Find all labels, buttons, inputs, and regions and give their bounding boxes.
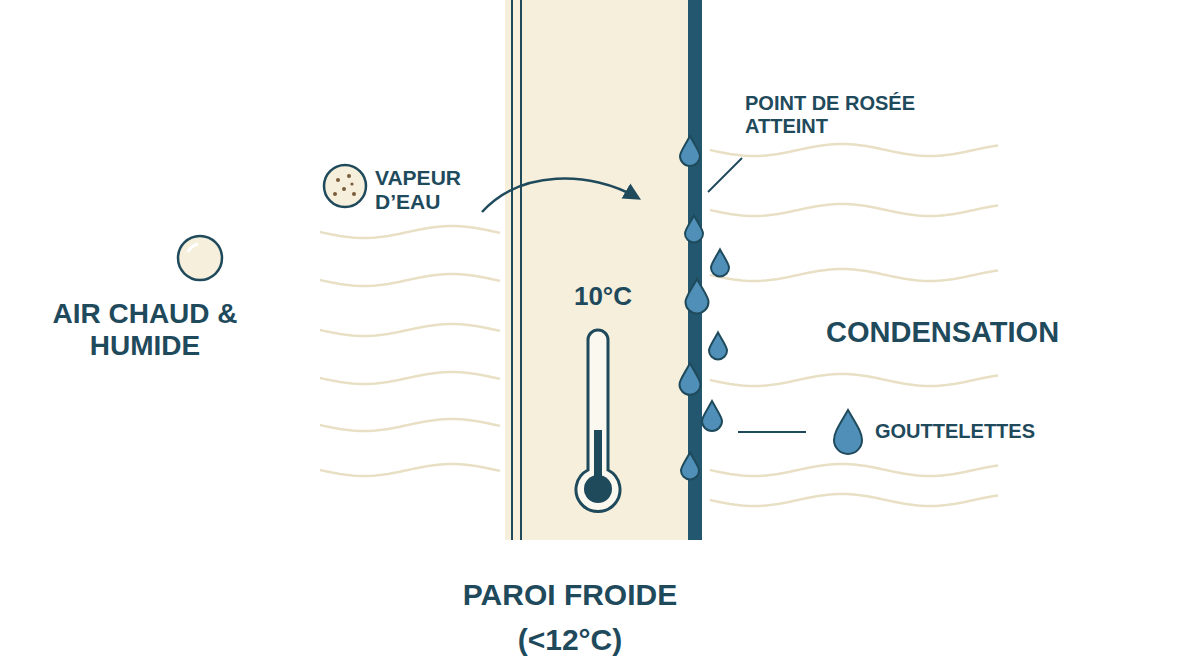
droplets-label: GOUTTELETTES bbox=[875, 420, 1095, 443]
air-wave bbox=[320, 324, 500, 336]
vapour-arrow bbox=[482, 178, 638, 212]
thermometer bbox=[576, 330, 620, 512]
wall-label: PAROI FROIDE (<12°C) bbox=[420, 572, 720, 662]
air-wave bbox=[710, 144, 998, 156]
droplet bbox=[681, 452, 699, 479]
wall-line bbox=[520, 0, 522, 540]
air-wave bbox=[320, 419, 500, 431]
air-wave bbox=[320, 274, 500, 286]
vapour-icon bbox=[324, 165, 366, 207]
air-icon bbox=[178, 236, 222, 280]
air-wave bbox=[320, 372, 500, 384]
cold-wall: 10°CPAROI FROIDE (<12°C) bbox=[505, 0, 702, 540]
air-wave bbox=[320, 464, 500, 476]
wall bbox=[505, 0, 690, 540]
air-wave bbox=[710, 374, 998, 386]
temperature-value: 10°C bbox=[553, 282, 653, 312]
air-wave bbox=[710, 494, 998, 506]
air-wave bbox=[320, 226, 500, 238]
wall-line bbox=[511, 0, 513, 540]
droplets bbox=[680, 136, 730, 479]
condensation-label: CONDENSATION bbox=[826, 316, 1126, 349]
leader-line bbox=[708, 158, 742, 192]
droplet bbox=[680, 363, 701, 395]
droplet bbox=[680, 136, 700, 166]
leader-line bbox=[738, 431, 806, 433]
droplet bbox=[711, 249, 729, 276]
droplet-icon bbox=[834, 410, 862, 454]
vapour-label: VAPEUR D’EAU bbox=[375, 166, 515, 214]
droplet bbox=[702, 401, 722, 431]
air-label: AIR CHAUD & HUMIDE bbox=[10, 298, 280, 362]
dew-point-label: POINT DE ROSÉE ATTEINT bbox=[745, 92, 945, 138]
air-icon-shine bbox=[188, 244, 198, 252]
air-wave bbox=[710, 464, 998, 476]
droplet bbox=[686, 279, 709, 314]
droplet bbox=[709, 332, 727, 359]
air-wave bbox=[710, 269, 998, 281]
droplet bbox=[685, 215, 703, 242]
air-wave bbox=[710, 204, 998, 216]
